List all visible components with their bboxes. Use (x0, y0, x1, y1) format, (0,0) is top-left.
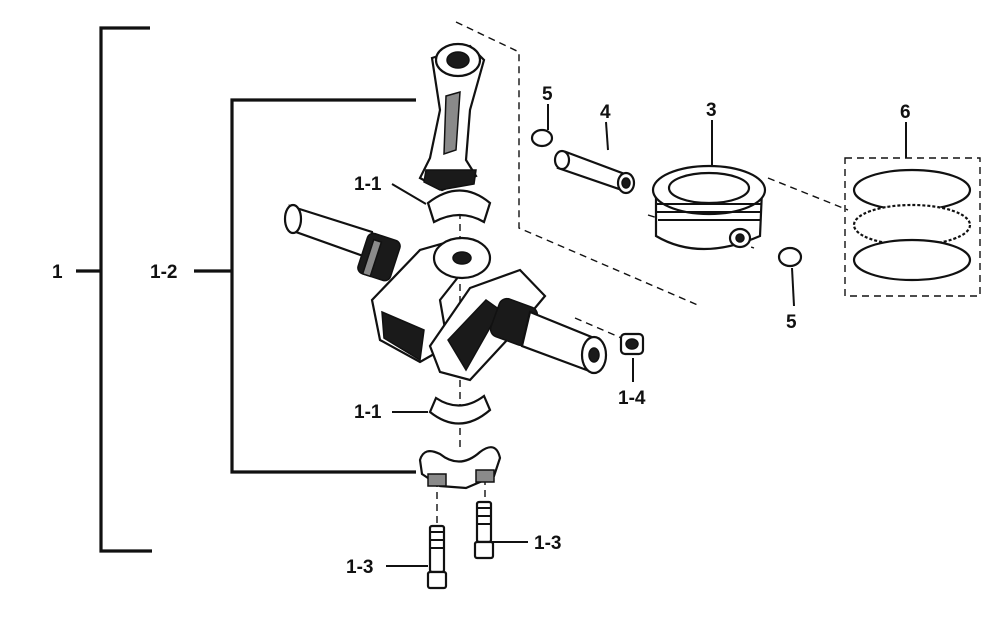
assembly-bracket (76, 26, 152, 553)
callout-6: 6 (900, 102, 911, 123)
connecting-rod (418, 42, 486, 192)
piston-pin-clip-top (530, 128, 554, 148)
crank-subassembly-bracket (194, 98, 416, 474)
callout-1-3-right: 1-3 (534, 533, 561, 554)
piston-pin (553, 149, 636, 195)
callout-5-top: 5 (542, 84, 553, 105)
piston (651, 164, 767, 250)
bearing-shell-lower (428, 394, 492, 425)
rod-bolt-left (426, 524, 448, 590)
piston-rings (852, 168, 972, 282)
leader-lines (386, 104, 907, 567)
connecting-rod-cap (418, 446, 502, 490)
callout-1: 1 (52, 262, 63, 283)
callout-labels: 1 1-2 1-1 1-1 1-3 1-3 1-4 3 4 5 5 6 (52, 84, 911, 578)
crankshaft (283, 203, 608, 382)
callout-1-1-lower: 1-1 (354, 402, 382, 423)
piston-pin-clip-bottom (777, 246, 803, 268)
crankshaft-nut (619, 332, 645, 356)
bearing-shell-upper (426, 189, 492, 224)
callout-4: 4 (600, 102, 611, 123)
callout-5-bottom: 5 (786, 312, 797, 333)
callout-1-3-left: 1-3 (346, 557, 373, 578)
callout-1-1-upper: 1-1 (354, 174, 382, 195)
callout-1-2: 1-2 (150, 262, 177, 283)
rod-bolt-right (473, 500, 495, 560)
callout-3: 3 (706, 100, 717, 121)
callout-1-4: 1-4 (618, 388, 646, 409)
